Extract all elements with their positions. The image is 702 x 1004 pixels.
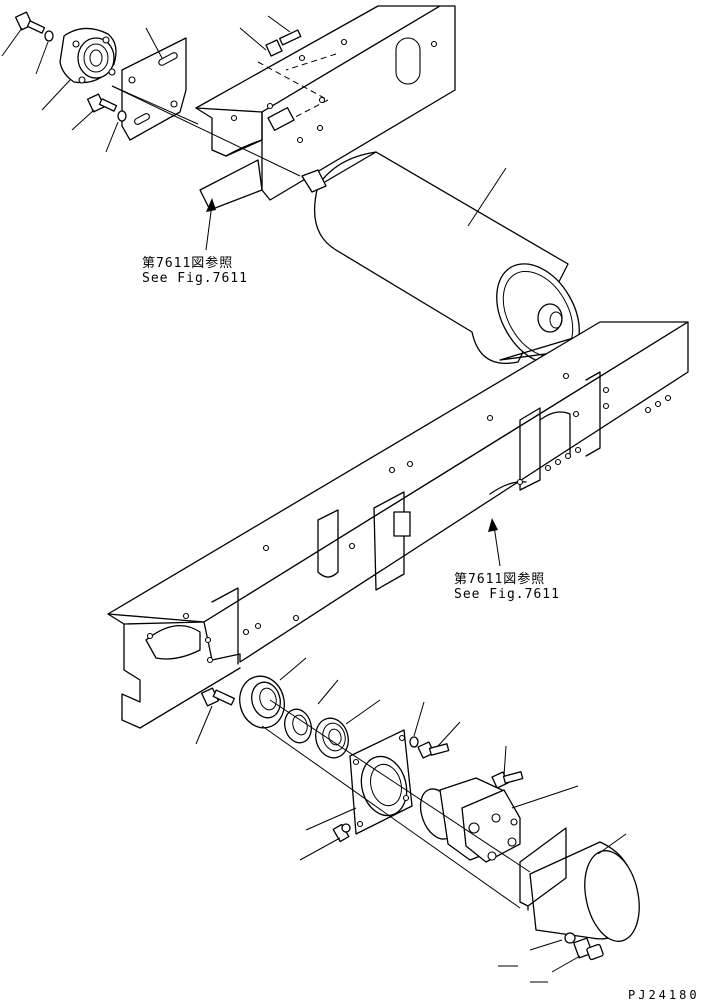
bottom-bolt-1 bbox=[200, 687, 235, 707]
assembly-lines bbox=[111, 53, 531, 909]
bottom-bolt-3 bbox=[491, 771, 524, 789]
reference-label-1: 第7611図参照 See Fig.7611 bbox=[142, 256, 248, 286]
top-washer-2 bbox=[117, 110, 127, 122]
bearing-cover bbox=[239, 675, 285, 729]
reference-label-2-jp: 第7611図参照 bbox=[454, 572, 546, 587]
drawing-code: PJ24180 bbox=[628, 988, 700, 1002]
drive-drum bbox=[301, 151, 581, 365]
reference-arrow-1 bbox=[205, 198, 216, 251]
flange-bearing-top bbox=[59, 27, 117, 84]
grease-nipple bbox=[332, 823, 351, 843]
bottom-bolt-2 bbox=[417, 741, 450, 759]
drive-motor bbox=[519, 827, 640, 942]
reference-label-1-en: See Fig.7611 bbox=[142, 271, 248, 286]
bottom-bolt-4 bbox=[573, 937, 604, 961]
reference-arrow-2 bbox=[488, 518, 501, 567]
top-bolt-3 bbox=[265, 29, 302, 57]
ball-bearing bbox=[315, 717, 349, 759]
reference-label-2-en: See Fig.7611 bbox=[454, 587, 560, 602]
reference-label-2: 第7611図参照 See Fig.7611 bbox=[454, 572, 560, 602]
bottom-washer-2 bbox=[564, 932, 576, 944]
bearing-housing-plate bbox=[349, 729, 413, 835]
reference-label-1-jp: 第7611図参照 bbox=[142, 256, 234, 271]
gear-reducer bbox=[419, 777, 521, 863]
main-frame bbox=[107, 321, 689, 729]
top-bolt-2 bbox=[86, 93, 118, 113]
seal-ring bbox=[284, 708, 312, 744]
leader-lines bbox=[1, 15, 627, 983]
top-bolt-1 bbox=[14, 11, 46, 34]
top-washer-1 bbox=[44, 30, 54, 42]
upper-frame-rail bbox=[195, 5, 456, 211]
bottom-washer-1 bbox=[409, 736, 419, 748]
flange-plate-top bbox=[121, 37, 187, 141]
